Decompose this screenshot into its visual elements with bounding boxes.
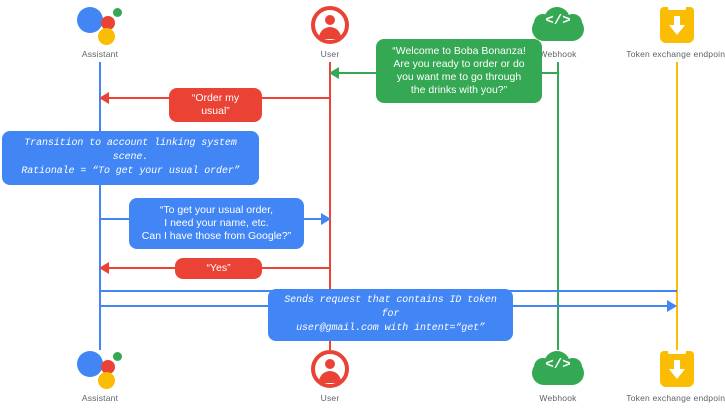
user-body-shape — [319, 371, 341, 383]
code-brackets-glyph: </> — [545, 357, 571, 373]
actor-label-webhook: Webhook — [539, 49, 577, 59]
message-welcome: “Welcome to Boba Bonanza! Are you ready … — [376, 39, 542, 103]
google-assistant-icon — [77, 349, 123, 389]
arrow-head-welcome — [329, 67, 339, 79]
message-order-my-usual: “Order my usual” — [169, 88, 262, 122]
actor-label-assistant: Assistant — [81, 393, 119, 403]
webhook-icon-wrap-bottom: </> — [503, 348, 613, 390]
actor-label-token-endpoint: Token exchange endpoint — [626, 49, 725, 59]
user-head-shape — [325, 15, 335, 25]
arrow-head-yes — [99, 262, 109, 274]
actor-label-user: User — [320, 49, 340, 59]
actor-label-webhook: Webhook — [539, 393, 577, 403]
lifeline-token-endpoint — [676, 62, 678, 350]
google-assistant-icon — [77, 5, 123, 45]
download-box-icon — [660, 350, 694, 387]
arrow-head-need-name — [321, 213, 331, 225]
download-box-notch — [668, 350, 686, 354]
cloud-base — [532, 17, 584, 41]
actor-label-user: User — [320, 393, 340, 403]
assistant-icon-wrap-bottom — [45, 348, 155, 390]
arrow-riser-sends-request — [99, 290, 101, 306]
user-head-shape — [325, 359, 335, 369]
message-transition: Transition to account linking system sce… — [2, 131, 259, 185]
download-arrow-head — [669, 369, 685, 379]
message-yes: “Yes” — [175, 258, 262, 279]
webhook-icon-wrap: </> — [503, 4, 613, 46]
assistant-dot-red — [101, 360, 115, 374]
actor-webhook-top: </> Webhook — [503, 4, 613, 60]
actor-user-top: User — [275, 4, 385, 60]
download-box-notch — [668, 6, 686, 10]
assistant-dot-yellow — [98, 28, 115, 45]
user-body-shape — [319, 27, 341, 39]
download-arrow-stem — [674, 360, 680, 371]
token-icon-wrap — [622, 4, 725, 46]
actor-token-endpoint-top: Token exchange endpoint — [622, 4, 725, 60]
message-need-name: “To get your usual order, I need your na… — [129, 198, 304, 249]
lifeline-assistant — [99, 62, 101, 350]
arrow-head-sends-request — [667, 300, 677, 312]
token-icon-wrap-bottom — [622, 348, 725, 390]
lifeline-webhook — [557, 62, 559, 350]
actor-assistant-bottom: Assistant — [45, 348, 155, 404]
code-brackets-glyph: </> — [545, 13, 571, 29]
assistant-dot-green — [113, 352, 122, 361]
user-avatar-icon — [311, 6, 349, 44]
user-icon-wrap-bottom — [275, 348, 385, 390]
download-arrow-head — [669, 25, 685, 35]
assistant-icon-wrap — [45, 4, 155, 46]
lifeline-user — [329, 62, 331, 350]
assistant-dot-green — [113, 8, 122, 17]
assistant-dot-blue — [77, 7, 103, 33]
cloud-code-icon: </> — [532, 7, 584, 43]
download-arrow-stem — [674, 16, 680, 27]
cloud-base — [532, 361, 584, 385]
actor-label-assistant: Assistant — [81, 49, 119, 59]
assistant-dot-blue — [77, 351, 103, 377]
user-avatar-icon — [311, 350, 349, 388]
arrow-head-order-my-usual — [99, 92, 109, 104]
actor-assistant-top: Assistant — [45, 4, 155, 60]
download-box-icon — [660, 6, 694, 43]
message-sends-request: Sends request that contains ID token for… — [268, 289, 513, 341]
user-icon-wrap — [275, 4, 385, 46]
cloud-code-icon: </> — [532, 351, 584, 387]
actor-webhook-bottom: </> Webhook — [503, 348, 613, 404]
actor-user-bottom: User — [275, 348, 385, 404]
assistant-dot-red — [101, 16, 115, 30]
actor-label-token-endpoint: Token exchange endpoint — [626, 393, 725, 403]
actor-token-endpoint-bottom: Token exchange endpoint — [622, 348, 725, 404]
assistant-dot-yellow — [98, 372, 115, 389]
